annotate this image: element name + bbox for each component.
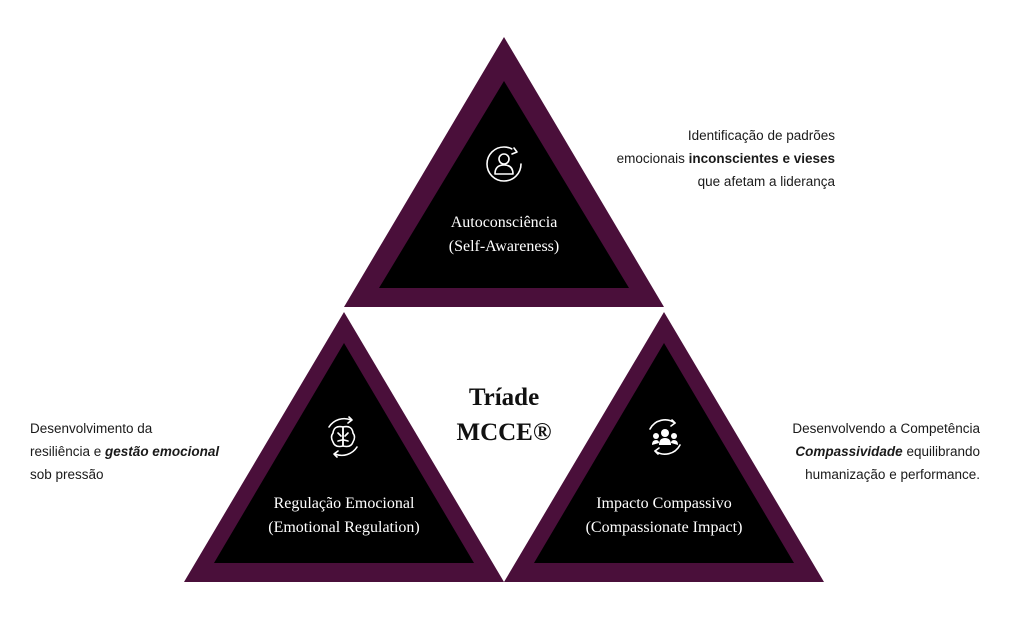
description-right-line2: Compassividade equilibrando (720, 440, 980, 463)
description-left-line2-emphasis: gestão emocional (105, 444, 220, 459)
description-left-line2: resiliência e gestão emocional (30, 440, 290, 463)
triangle-top-title-line1: Autoconsciência (451, 214, 558, 231)
center-title-line1: Tríade (469, 384, 539, 411)
people-cycle-icon (649, 419, 681, 455)
triangle-left-fill (214, 343, 474, 563)
description-right-line1: Desenvolvendo a Competência (792, 421, 980, 436)
brain-cycle-icon (328, 416, 358, 458)
description-right-line2-emphasis: Compassividade (795, 444, 903, 459)
description-top-line2-text: emocionais (616, 151, 689, 166)
description-left-line1: Desenvolvimento da (30, 421, 153, 436)
triangle-left-title-line1: Regulação Emocional (274, 495, 415, 512)
description-left-line3: sob pressão (30, 467, 104, 482)
triangle-right-fill (534, 343, 794, 563)
description-left: Desenvolvimento da resiliência e gestão … (30, 417, 290, 486)
description-top-line2: emocionais inconscientes e vieses (560, 147, 835, 170)
person-cycle-icon (486, 146, 522, 182)
description-top-line3: que afetam a liderança (697, 174, 835, 189)
description-right-line2-text: equilibrando (902, 444, 980, 459)
description-top: Identificação de padrões emocionais inco… (560, 124, 835, 193)
center-title-line2: MCCE® (456, 419, 551, 446)
description-right: Desenvolvendo a Competência Compassivida… (720, 417, 980, 486)
triangle-left: Regulação Emocional (Emotional Regulatio… (184, 312, 504, 582)
triangle-right-title-line1: Impacto Compassivo (596, 495, 732, 512)
description-top-line2-bold: inconscientes e vieses (688, 151, 835, 166)
triangle-right: Impacto Compassivo (Compassionate Impact… (504, 312, 824, 582)
description-right-line3: humanização e performance. (805, 467, 980, 482)
triangle-right-title-line2: (Compassionate Impact) (586, 519, 743, 536)
description-left-line2-text: resiliência e (30, 444, 106, 459)
triangle-top-fill (379, 81, 629, 288)
triangle-top: Autoconsciência (Self-Awareness) (344, 37, 664, 307)
triangle-top-title-line2: (Self-Awareness) (449, 238, 559, 255)
description-top-line1: Identificação de padrões (687, 128, 835, 143)
triangle-left-title-line2: (Emotional Regulation) (268, 519, 420, 536)
